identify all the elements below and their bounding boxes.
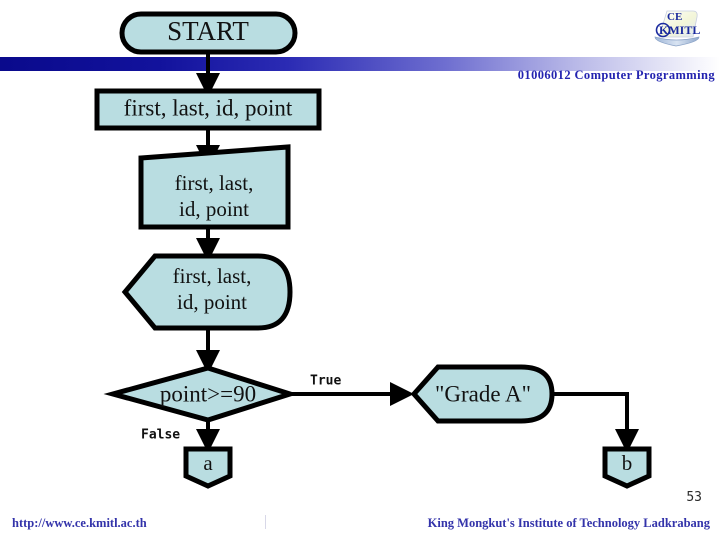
node-display-output[interactable]: first, last, id, point <box>121 253 293 331</box>
node-decision[interactable]: point>=90 <box>103 365 299 423</box>
node-connector-b[interactable]: b <box>602 446 652 489</box>
edge-label-true: True <box>310 374 341 389</box>
footer-separator <box>265 515 266 529</box>
page-number: 53 <box>686 490 702 505</box>
node-connector-a[interactable]: a <box>183 446 233 489</box>
node-display-output-line2: id, point <box>177 290 247 314</box>
node-connector-b-label: b <box>622 451 633 475</box>
course-title: 01006012 Computer Programming <box>517 68 715 82</box>
node-declare-label: first, last, id, point <box>124 95 293 120</box>
footer-institution: King Mongkut's Institute of Technology L… <box>427 516 710 530</box>
node-start-label: START <box>167 16 249 46</box>
node-declare[interactable]: first, last, id, point <box>94 88 322 131</box>
node-grade-a[interactable]: "Grade A" <box>410 364 555 424</box>
footer-url-link[interactable]: http://www.ce.kmitl.ac.th <box>12 516 147 530</box>
node-manual-input-line2: id, point <box>179 197 249 221</box>
flow-connectors <box>196 52 639 453</box>
ce-kmitl-logo-icon: CE KMITL <box>654 10 700 47</box>
svg-text:CE: CE <box>667 11 682 23</box>
node-display-output-line1: first, last, <box>173 264 252 288</box>
header-gradient-bar <box>0 57 720 71</box>
node-connector-a-label: a <box>203 451 213 475</box>
node-decision-label: point>=90 <box>160 381 256 406</box>
node-grade-a-label: "Grade A" <box>435 381 531 406</box>
edge-label-false: False <box>141 428 180 443</box>
node-manual-input-line1: first, last, <box>175 171 254 195</box>
node-start[interactable]: START <box>119 11 298 55</box>
node-manual-input[interactable]: first, last, id, point <box>138 144 291 230</box>
